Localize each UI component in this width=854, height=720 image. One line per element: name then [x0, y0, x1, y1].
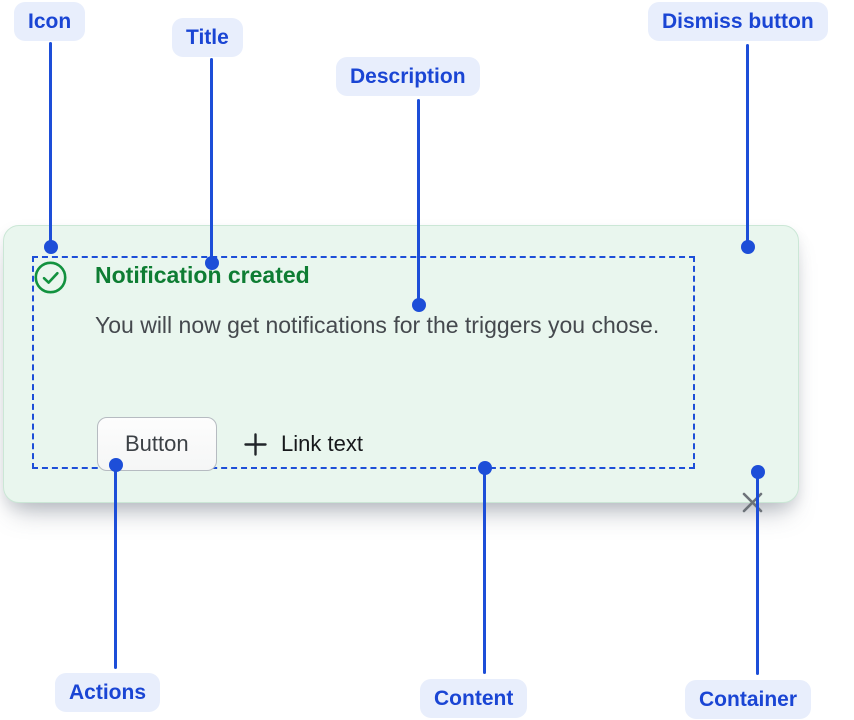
callout-line-actions [114, 468, 117, 669]
callout-label-actions: Actions [55, 673, 161, 712]
toast-description: You will now get notifications for the t… [95, 312, 660, 338]
callout-line-container [756, 475, 759, 675]
callout-dot-description [412, 298, 426, 312]
check-circle-icon [34, 261, 67, 294]
plus-icon [243, 432, 268, 457]
callout-dot-actions [109, 458, 123, 472]
toast-title: Notification created [95, 262, 310, 288]
callout-dot-icon [44, 240, 58, 254]
callout-dot-title [205, 256, 219, 270]
callout-label-dismiss-button: Dismiss button [648, 2, 828, 41]
callout-dot-dismiss [741, 240, 755, 254]
callout-dot-content [478, 461, 492, 475]
callout-line-content [483, 471, 486, 674]
callout-label-title: Title [172, 18, 243, 57]
callout-line-icon [49, 42, 52, 242]
callout-dot-container [751, 465, 765, 479]
dismiss-button[interactable] [735, 485, 769, 519]
toast-content-region [32, 256, 695, 469]
callout-label-icon: Icon [14, 2, 86, 41]
callout-line-title [210, 58, 213, 258]
callout-line-dismiss [746, 44, 749, 242]
toast-link-label: Link text [281, 431, 363, 456]
callout-label-content: Content [420, 679, 528, 718]
callout-label-container: Container [685, 680, 812, 719]
toast-link[interactable]: Link text [243, 417, 363, 471]
close-icon [739, 489, 766, 516]
callout-line-description [417, 99, 420, 300]
callout-label-description: Description [336, 57, 480, 96]
